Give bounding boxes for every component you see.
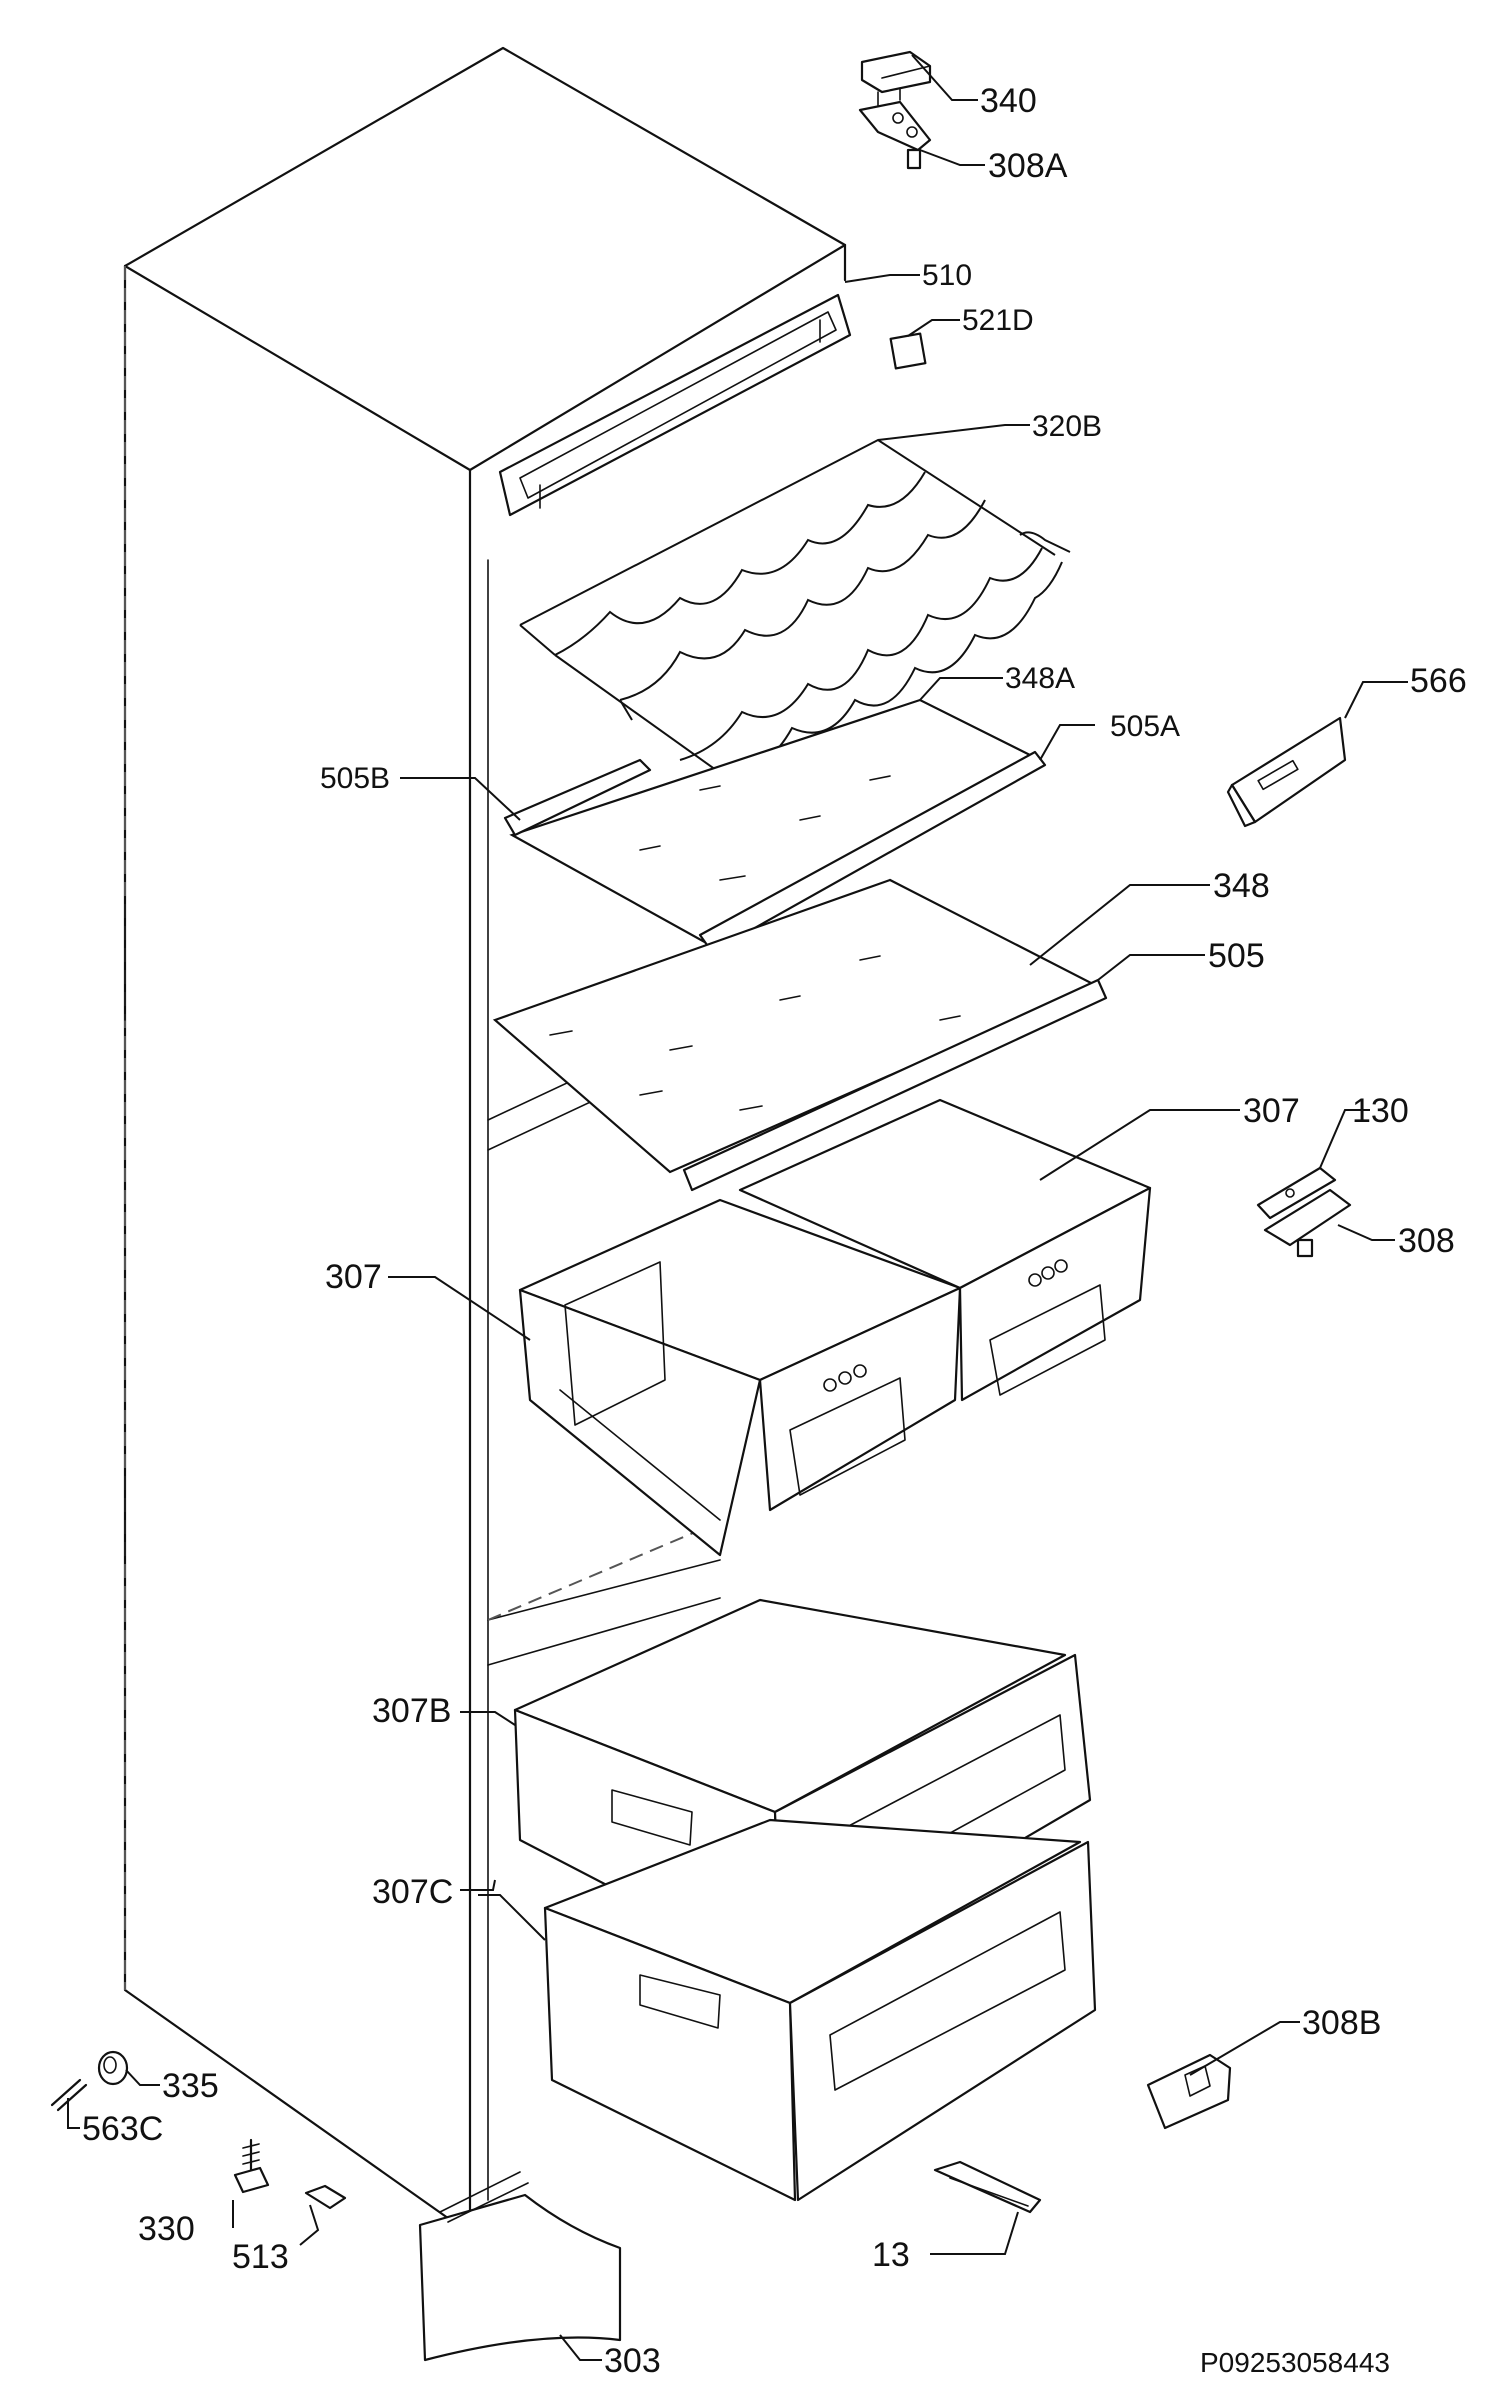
- label-340: 340: [980, 82, 1037, 120]
- label-521D: 521D: [962, 304, 1034, 337]
- label-563C: 563C: [82, 2110, 163, 2148]
- label-307-left: 307: [325, 1258, 382, 1296]
- label-320B: 320B: [1032, 410, 1102, 443]
- top-hinge-cover-shape: [860, 50, 932, 107]
- label-348: 348: [1213, 867, 1270, 905]
- label-348A: 348A: [1005, 662, 1075, 695]
- label-130: 130: [1352, 1092, 1409, 1130]
- glass-shelf-upper-shape: [503, 698, 1047, 954]
- glass-shelf-lower-shape: [492, 878, 1108, 1192]
- cabinet-body: [123, 46, 847, 2230]
- control-panel-strip: [498, 293, 852, 517]
- label-505B: 505B: [320, 762, 390, 795]
- leader-lines: [67, 54, 1408, 2361]
- wine-rack-shape: [519, 438, 1071, 781]
- label-330: 330: [138, 2210, 195, 2248]
- figure-reference-code: P09253058443: [1200, 2347, 1390, 2378]
- part-521D-shape: [889, 332, 927, 370]
- label-308A: 308A: [988, 147, 1068, 185]
- foot-parts-shape: [50, 2050, 347, 2210]
- middle-hinge-shape: [1256, 1166, 1352, 1258]
- label-308: 308: [1398, 1222, 1455, 1260]
- label-513: 513: [232, 2238, 289, 2276]
- label-505: 505: [1208, 937, 1265, 975]
- kick-plate-shape: [418, 2171, 622, 2362]
- label-308B: 308B: [1302, 2004, 1381, 2042]
- label-303: 303: [604, 2342, 661, 2380]
- bracket-13-shape: [933, 2160, 1042, 2214]
- label-307-right: 307: [1243, 1092, 1300, 1130]
- lower-hinge-shape: [1146, 2053, 1232, 2130]
- label-510: 510: [922, 259, 972, 292]
- top-hinge-shape: [858, 100, 932, 170]
- bracket-566-shape: [1226, 716, 1347, 828]
- label-566: 566: [1410, 662, 1467, 700]
- freezer-drawer-lower-shape: [543, 1818, 1097, 2202]
- label-335: 335: [162, 2067, 219, 2105]
- label-307B: 307B: [372, 1692, 451, 1730]
- label-307C: 307C: [372, 1873, 453, 1911]
- crisper-bin-left-shape: [518, 1198, 962, 1557]
- crisper-bin-right-shape: [738, 1098, 1152, 1402]
- label-13: 13: [872, 2236, 910, 2274]
- part-labels: 340 308A 510 521D 320B 348A 505A 505B 56…: [82, 82, 1467, 2380]
- label-505A: 505A: [1110, 710, 1180, 743]
